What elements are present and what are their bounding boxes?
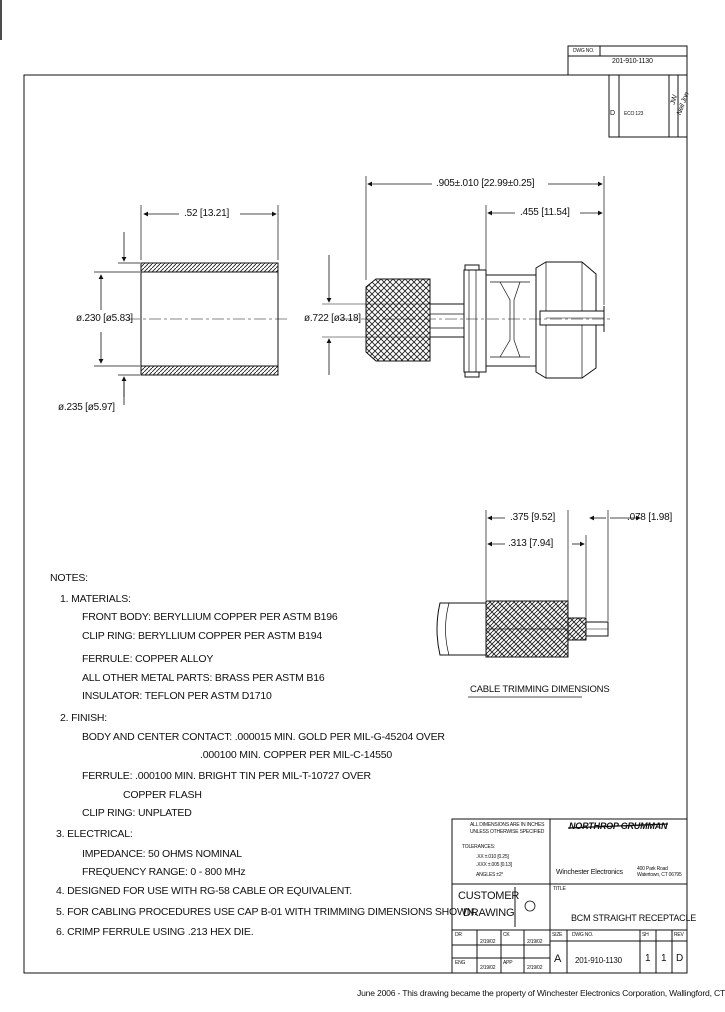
tolerance-line: TOLERANCES: [462, 844, 495, 850]
rev-label: REV [674, 932, 684, 938]
note-line: ALL OTHER METAL PARTS: BRASS PER ASTM B1… [82, 672, 325, 684]
rev-header-label: DWG NO. [573, 48, 595, 54]
note-line: 3. ELECTRICAL: [56, 828, 133, 840]
note-line: CLIP RING: UNPLATED [82, 807, 192, 819]
note-line: FERRULE: .000100 MIN. BRIGHT TIN PER MIL… [82, 770, 371, 782]
dr-label: DR [455, 932, 462, 938]
sheet-number: 1 [645, 953, 651, 964]
cable-trimming-drawing [436, 510, 641, 698]
dim-trim-078: .078 [1.98] [627, 512, 673, 523]
rev-text: ECO 123 [624, 111, 644, 117]
note-line: FRONT BODY: BERYLLIUM COPPER PER ASTM B1… [82, 611, 338, 623]
company-division: Winchester Electronics [556, 869, 623, 876]
ck-label: CK [503, 932, 510, 938]
eng-date: 2/19/02 [480, 965, 496, 971]
sheet-border [23, 74, 688, 974]
note-line: CLIP RING: BERYLLIUM COPPER PER ASTM B19… [82, 630, 322, 642]
company-name: NORTHROP GRUMMAN [569, 821, 668, 831]
dim-ferrule-od: ø.235 [ø5.97] [58, 402, 115, 413]
drawing-title: BCM STRAIGHT RECEPTACLE [571, 913, 697, 923]
dim-trim-313: .313 [7.94] [508, 538, 554, 549]
dim-455: .455 [11.54] [520, 207, 570, 218]
eng-label: ENG [455, 960, 466, 966]
revision-block [567, 45, 688, 138]
note-line: 4. DESIGNED FOR USE WITH RG-58 CABLE OR … [56, 885, 352, 897]
dwgno-label: DWG NO. [572, 932, 594, 938]
tolerance-line: UNLESS OTHERWISE SPECIFIED [470, 829, 545, 835]
note-line: 6. CRIMP FERRULE USING .213 HEX DIE. [56, 926, 254, 938]
note-line: FERRULE: COPPER ALLOY [82, 653, 214, 665]
ck-date: 2/19/02 [527, 939, 543, 945]
note-line: COPPER FLASH [123, 789, 202, 801]
note-line: 2. FINISH: [60, 712, 108, 724]
customer-label: CUSTOMER [458, 890, 520, 902]
tolerance-line: ALL DIMENSIONS ARE IN INCHES [470, 822, 545, 828]
footer-note: June 2006 - This drawing became the prop… [357, 988, 725, 998]
company-address: 400 Park Road Watertown, CT 06795 [637, 866, 682, 878]
ferrule-drawing [94, 205, 290, 405]
notes-heading: NOTES: [50, 572, 88, 584]
note-line: IMPEDANCE: 50 OHMS NOMINAL [82, 848, 242, 860]
tolerance-line: .XXX ±.005 [0.13] [476, 862, 512, 868]
rev-letter: D [610, 110, 615, 117]
sheet-label: SH [642, 932, 649, 938]
note-line: BODY AND CENTER CONTACT: .000015 MIN. GO… [82, 731, 445, 743]
cable-trimming-caption: CABLE TRIMMING DIMENSIONS [470, 684, 610, 695]
title-label: TITLE [553, 886, 566, 892]
tolerance-line: ANGLES ±2° [476, 872, 504, 878]
dr-date: 2/19/02 [480, 939, 496, 945]
tolerance-line: .XX ±.010 [0.25] [476, 854, 509, 860]
drawing-number: 201-910-1130 [575, 956, 622, 965]
app-label: APP [503, 960, 513, 966]
size-value: A [554, 953, 562, 965]
note-line: 1. MATERIALS: [60, 593, 131, 605]
dim-ferrule-id: ø.230 [ø5.83] [76, 313, 133, 324]
rev-dwg-number: 201-910-1130 [612, 58, 653, 65]
rev-value: D [676, 953, 684, 964]
sheet-of: 1 [661, 953, 667, 964]
dim-trim-375: .375 [9.52] [510, 512, 556, 523]
connector-drawing [322, 176, 612, 379]
app-date: 2/19/02 [527, 965, 543, 971]
title-block-lines [451, 818, 688, 974]
drawing-label: DRAWING [463, 907, 515, 919]
note-line: 5. FOR CABLING PROCEDURES USE CAP B-01 W… [56, 906, 477, 918]
size-label: SIZE [552, 932, 563, 938]
dim-overall-length: .905±.010 [22.99±0.25] [436, 178, 535, 189]
dim-body-dia: ø.722 [ø3.18] [304, 313, 361, 324]
note-line: FREQUENCY RANGE: 0 - 800 MHz [82, 866, 246, 878]
dim-ferrule-length: .52 [13.21] [184, 208, 230, 219]
note-line: INSULATOR: TEFLON PER ASTM D1710 [82, 690, 272, 702]
note-line: .000100 MIN. COPPER PER MIL-C-14550 [200, 749, 392, 761]
